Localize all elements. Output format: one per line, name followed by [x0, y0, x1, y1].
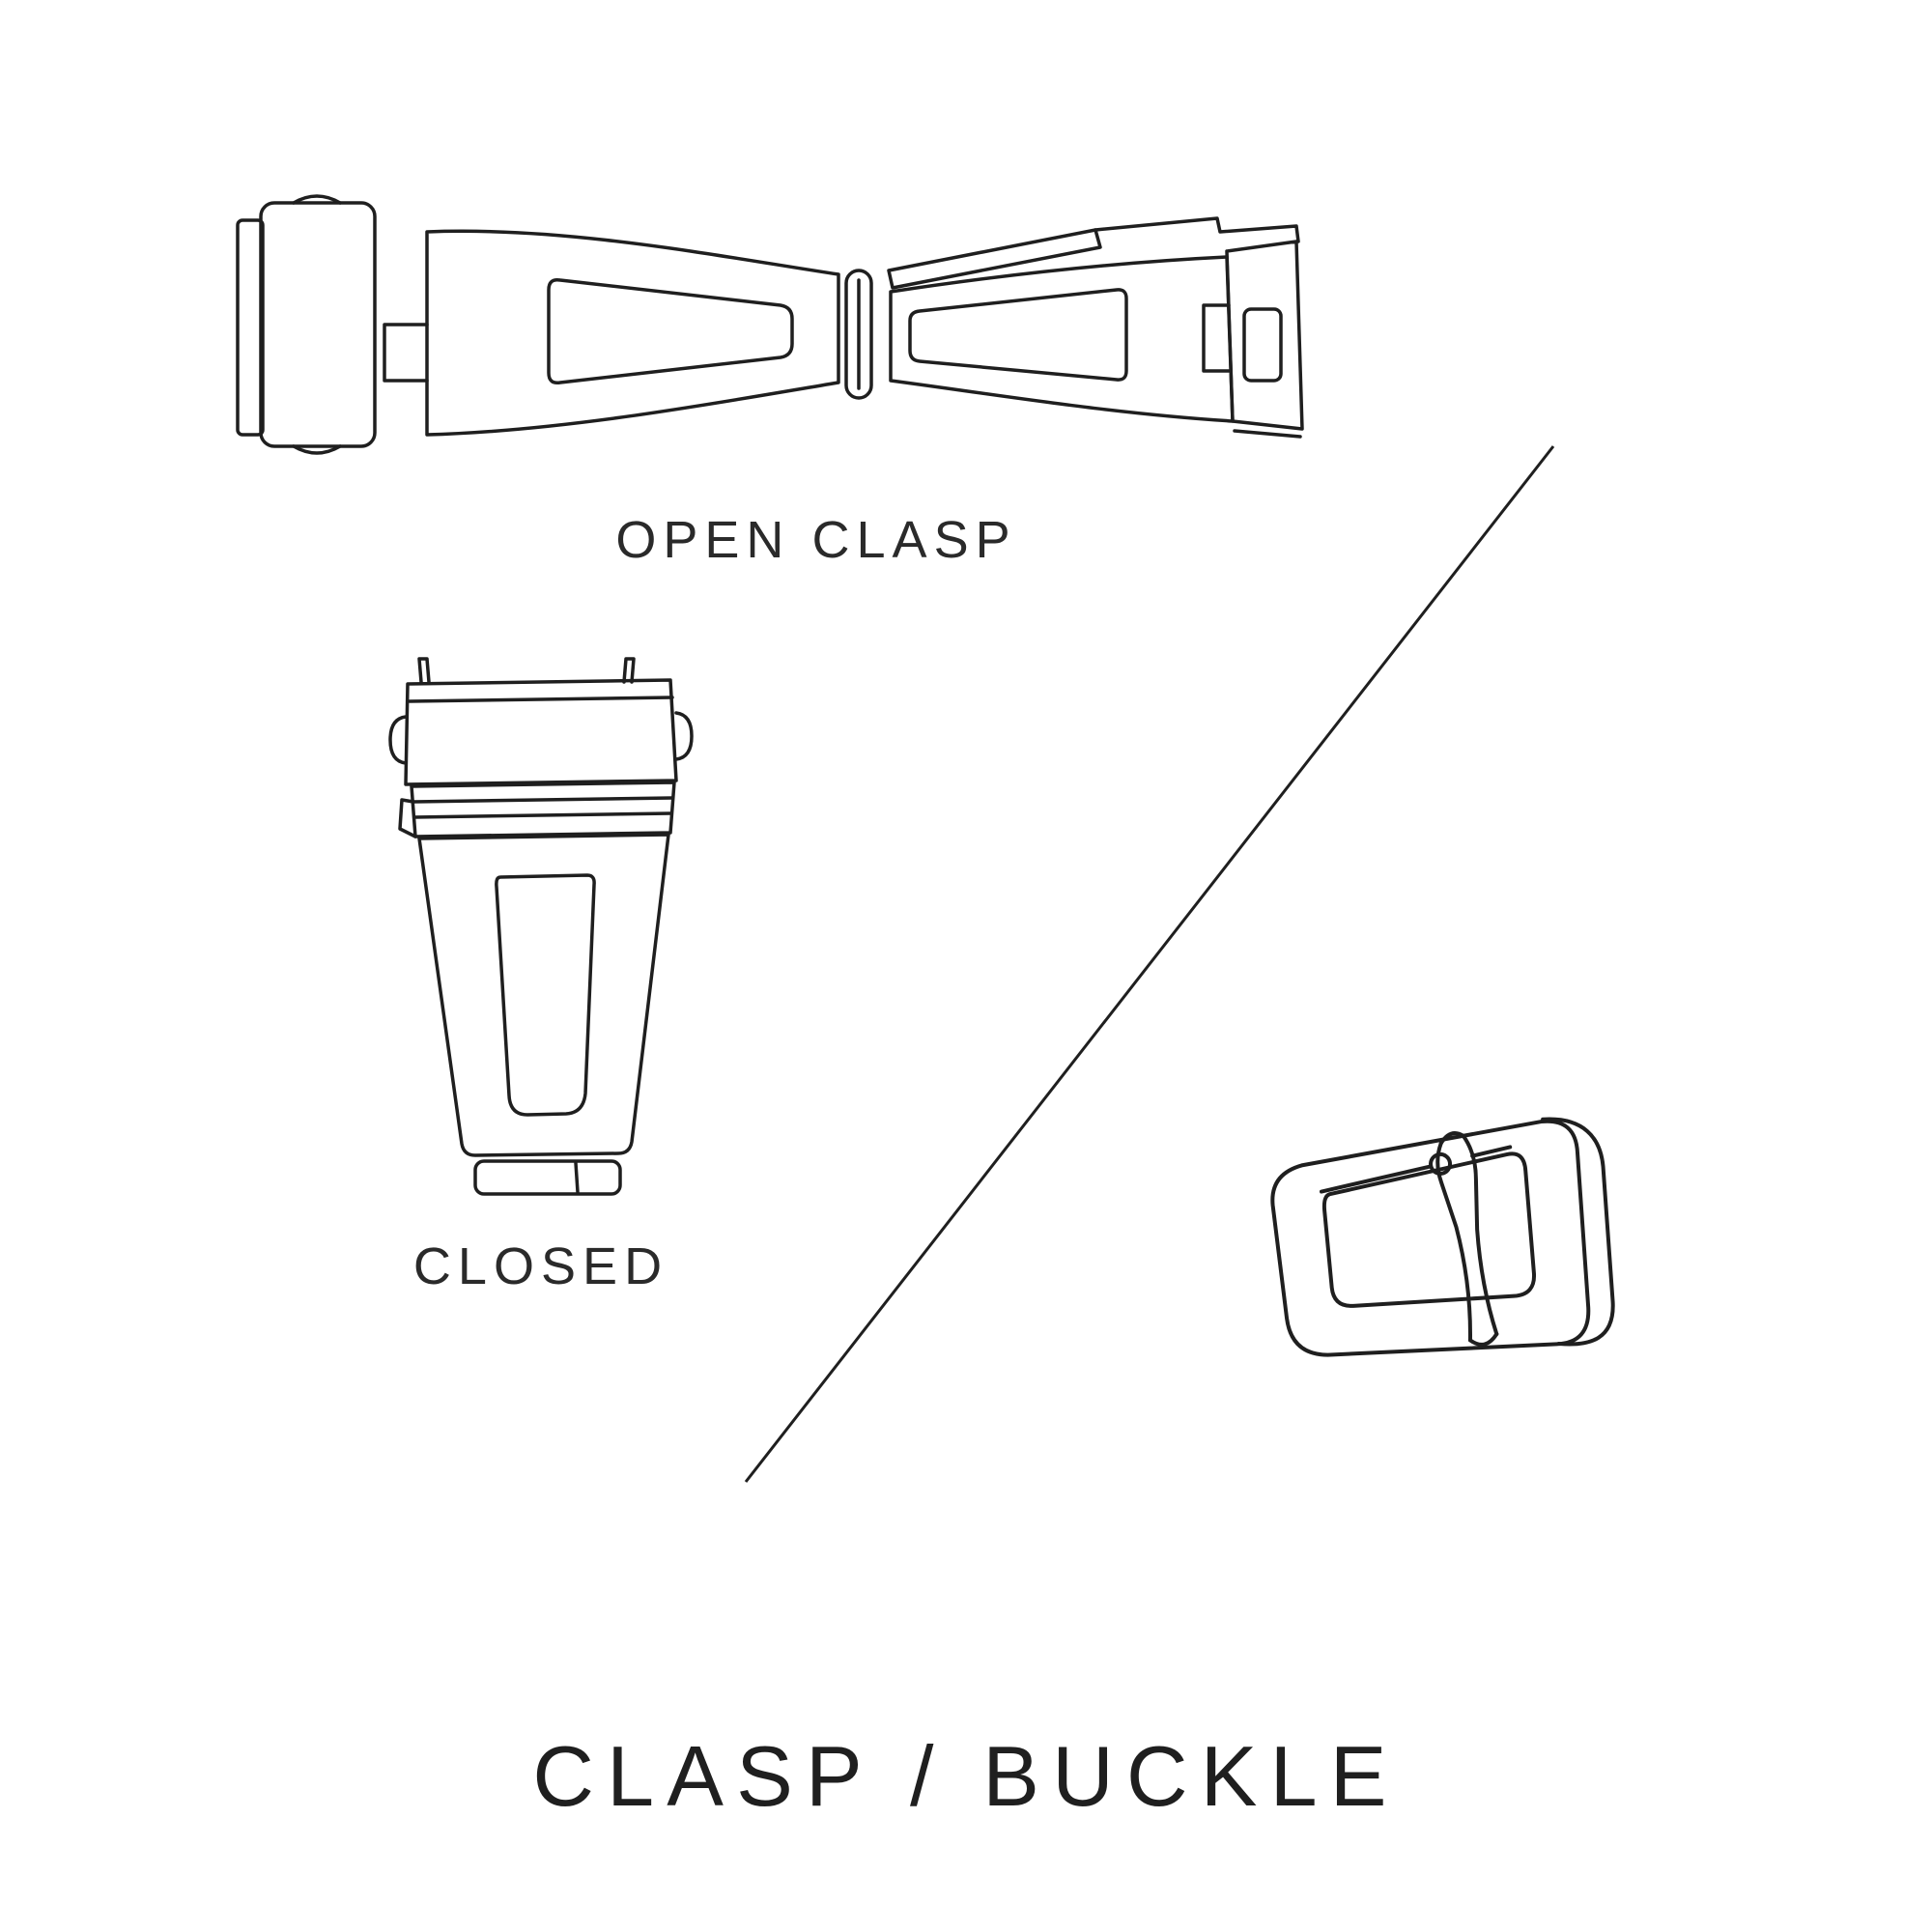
closed-clasp-cover [404, 678, 678, 786]
closed-clasp-foot [473, 1159, 622, 1196]
open-clasp-hinge [844, 269, 873, 400]
open-clasp-label: OPEN CLASP [615, 511, 1017, 569]
page-title: CLASP / BUCKLE [532, 1728, 1400, 1824]
open-clasp-left-box [259, 201, 377, 448]
buckle-pin [1319, 1164, 1432, 1194]
open-clasp-end-link [1225, 240, 1304, 431]
closed-clasp-tab-right [674, 711, 694, 761]
buckle-prong [1435, 1141, 1472, 1343]
closed-clasp-illustration [388, 657, 694, 1196]
buckle-illustration [1270, 1117, 1615, 1357]
closed-clasp-body [417, 833, 670, 1157]
open-clasp-hook-notch [383, 323, 429, 383]
closed-clasp-tab-left [388, 715, 408, 765]
open-clasp-left-blade [425, 229, 840, 437]
open-clasp-left-strip [236, 218, 265, 437]
buckle-frame [1270, 1119, 1591, 1357]
closed-clasp-prong-right [622, 657, 636, 684]
open-clasp-illustration [236, 194, 1304, 455]
closed-clasp-prong-left [417, 657, 431, 684]
closed-label: CLOSED [412, 1237, 669, 1295]
